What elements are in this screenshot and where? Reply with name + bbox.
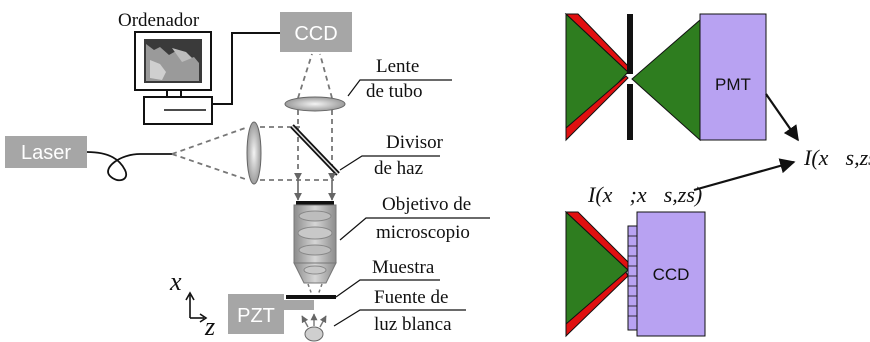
beam-splitter [290,124,340,176]
fuente-leader [333,309,466,327]
axis-z-label: z [204,312,215,341]
pmt-output-arrow [765,93,799,142]
sample-slide [286,295,336,299]
microscope-objective [293,204,337,284]
ordenador-label: Ordenador [118,10,200,31]
pmt-detector [699,13,767,141]
intensity-output-label: I(x⃗s,zs) [803,145,870,170]
lente-leader [347,79,452,97]
ccd-detector-label: CCD [653,265,690,284]
pzt-label: PZT [237,305,275,327]
ccd-camera-box [280,12,352,52]
objetivo-leader [339,217,490,241]
pinhole-lower [627,84,633,140]
ccd-output-arrow [693,158,796,192]
pzt-stage-arm [284,300,314,310]
lente-label-2: de tubo [366,81,422,102]
fuente-label-1: Fuente de [374,287,448,308]
computer-cable [212,32,280,105]
tube-lens [284,96,346,112]
computer-icon [134,31,213,125]
axis-x-label: x [169,267,182,296]
white-light-source [301,313,327,342]
divisor-label-1: Divisor [386,132,444,153]
lente-label-1: Lente [376,56,419,77]
axes-indicator: x z [169,267,215,341]
pmt-scheme: PMT [564,12,767,142]
objetivo-label-1: Objetivo de [382,194,471,215]
intensity-input-label: I(x⃗;x⃗s,zs) [587,182,702,207]
pinhole-upper [627,14,633,74]
focus-beam [307,283,323,296]
muestra-label: Muestra [372,257,435,278]
left-setup: Ordenador CCD Laser [5,10,490,342]
fuente-label-2: luz blanca [374,314,452,335]
laser-box [5,136,87,168]
beam-arrows [294,172,336,201]
laser-label: Laser [21,142,71,164]
beam-to-ccd [297,53,333,176]
ccd-camera-label: CCD [294,23,337,45]
optical-fiber [86,151,172,182]
ccd-pixel-array [627,225,638,331]
collimating-lens [246,121,262,185]
ccd-scheme: CCD [564,210,706,338]
divisor-label-2: de haz [374,158,423,179]
muestra-leader [335,279,440,298]
right-detection-schemes: PMT I(x⃗s,zs) CCD [564,12,870,338]
divisor-leader [339,155,440,171]
ccd-detector [636,211,706,337]
pzt-box [228,294,284,334]
objetivo-label-2: microscopio [376,222,470,243]
pmt-label: PMT [715,75,751,94]
